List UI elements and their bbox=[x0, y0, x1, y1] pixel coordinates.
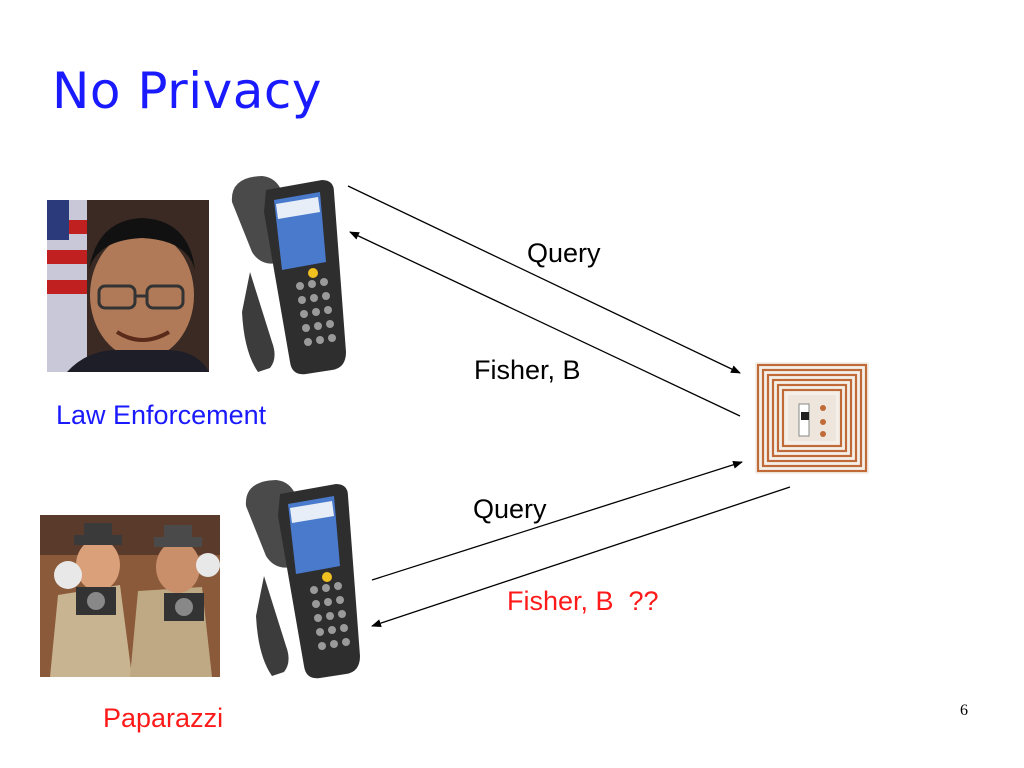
page-number: 6 bbox=[960, 702, 968, 719]
law-enforcement-label: Law Enforcement bbox=[56, 400, 267, 430]
query-top-label: Query bbox=[527, 238, 601, 268]
arrow-query-bottom bbox=[371, 460, 743, 581]
rfid-reader-bottom bbox=[236, 476, 364, 682]
reply-bottom-label: Fisher, B ?? bbox=[507, 586, 659, 616]
law-enforcement-photo bbox=[47, 200, 209, 372]
arrow-query-top bbox=[347, 185, 741, 374]
query-bottom-label: Query bbox=[473, 494, 547, 524]
reply-top-label: Fisher, B bbox=[474, 355, 581, 385]
slide-title: No Privacy bbox=[52, 62, 322, 120]
rfid-tag bbox=[755, 362, 869, 474]
paparazzi-label: Paparazzi bbox=[103, 703, 224, 733]
rfid-reader-top bbox=[222, 172, 350, 378]
paparazzi-photo bbox=[40, 515, 220, 677]
